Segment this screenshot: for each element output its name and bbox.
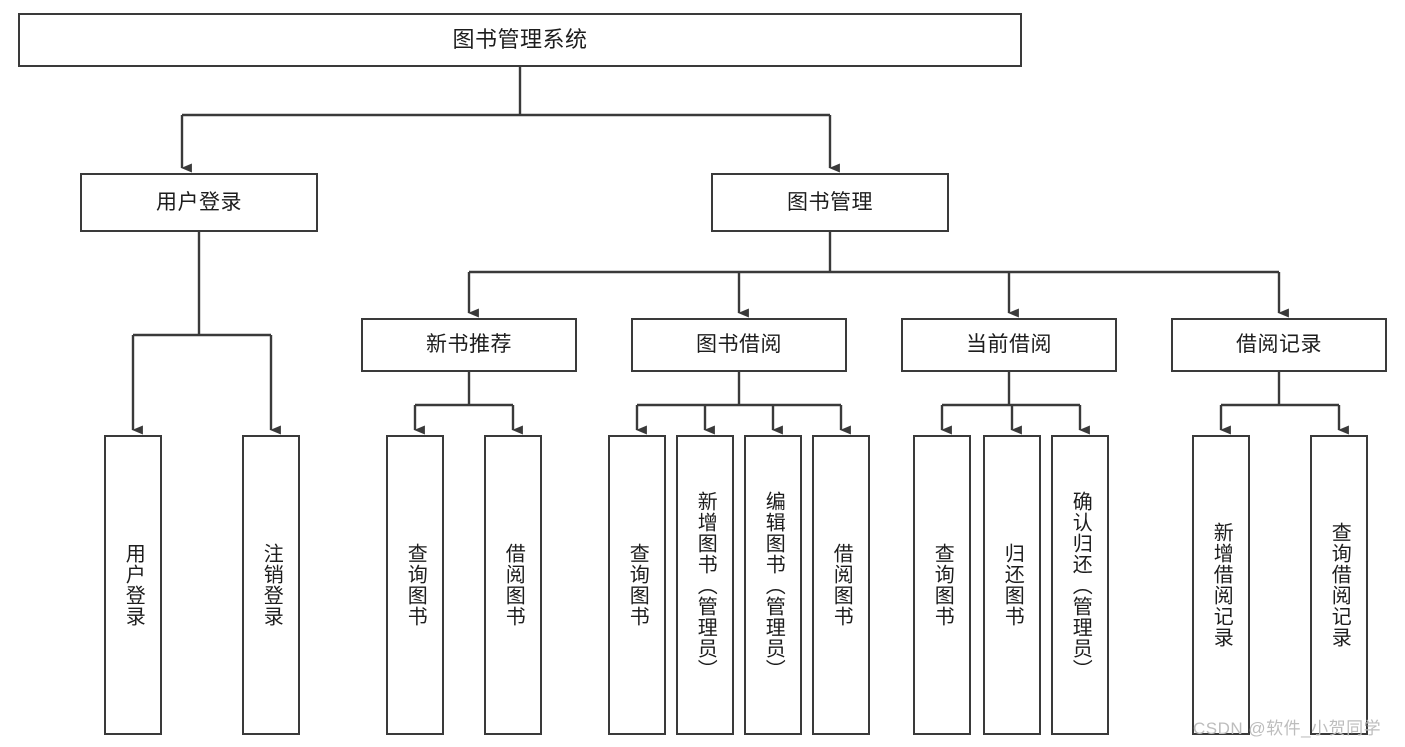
node-label: 新增图书（管理员） <box>694 490 717 680</box>
node-label: 归还图书 <box>1001 543 1024 627</box>
node-leaf-user-logout[interactable]: 注销登录 <box>242 435 300 735</box>
node-new-book-recommend[interactable]: 新书推荐 <box>361 318 577 372</box>
node-user-login[interactable]: 用户登录 <box>80 173 318 232</box>
node-label: 新增借阅记录 <box>1210 522 1233 648</box>
node-label: 查询借阅记录 <box>1328 522 1351 648</box>
node-leaf-borrow-edit-book[interactable]: 编辑图书（管理员） <box>744 435 802 735</box>
node-current-borrow[interactable]: 当前借阅 <box>901 318 1117 372</box>
node-label: 用户登录 <box>122 543 145 627</box>
node-label: 新书推荐 <box>426 333 512 357</box>
csdn-watermark: CSDN @软件_小贺同学 <box>1193 719 1382 738</box>
node-borrow-record[interactable]: 借阅记录 <box>1171 318 1387 372</box>
node-label: 编辑图书（管理员） <box>762 490 785 680</box>
node-label: 借阅图书 <box>830 543 853 627</box>
node-root-system[interactable]: 图书管理系统 <box>18 13 1022 67</box>
node-leaf-borrow-add-book[interactable]: 新增图书（管理员） <box>676 435 734 735</box>
node-leaf-borrow-query-book[interactable]: 查询图书 <box>608 435 666 735</box>
node-leaf-rec-add-record[interactable]: 新增借阅记录 <box>1192 435 1250 735</box>
node-label: 查询图书 <box>626 543 649 627</box>
node-label: 图书管理系统 <box>452 26 588 52</box>
node-label: 当前借阅 <box>966 333 1052 357</box>
node-label: 注销登录 <box>260 543 283 627</box>
node-leaf-borrow-borrow-book[interactable]: 借阅图书 <box>812 435 870 735</box>
node-book-borrow[interactable]: 图书借阅 <box>631 318 847 372</box>
node-leaf-rec-query-record[interactable]: 查询借阅记录 <box>1310 435 1368 735</box>
node-label: 查询图书 <box>404 543 427 627</box>
node-leaf-rec-borrow-book[interactable]: 借阅图书 <box>484 435 542 735</box>
node-label: 确认归还（管理员） <box>1069 490 1092 680</box>
node-label: 借阅记录 <box>1236 333 1322 357</box>
node-leaf-cur-return-book[interactable]: 归还图书 <box>983 435 1041 735</box>
node-label: 查询图书 <box>931 543 954 627</box>
node-label: 用户登录 <box>156 190 242 214</box>
node-label: 图书管理 <box>787 190 873 214</box>
node-leaf-rec-query-book[interactable]: 查询图书 <box>386 435 444 735</box>
node-label: 图书借阅 <box>696 333 782 357</box>
node-leaf-user-login[interactable]: 用户登录 <box>104 435 162 735</box>
node-leaf-cur-confirm-return[interactable]: 确认归还（管理员） <box>1051 435 1109 735</box>
node-label: 借阅图书 <box>502 543 525 627</box>
node-book-manage[interactable]: 图书管理 <box>711 173 949 232</box>
node-leaf-cur-query-book[interactable]: 查询图书 <box>913 435 971 735</box>
